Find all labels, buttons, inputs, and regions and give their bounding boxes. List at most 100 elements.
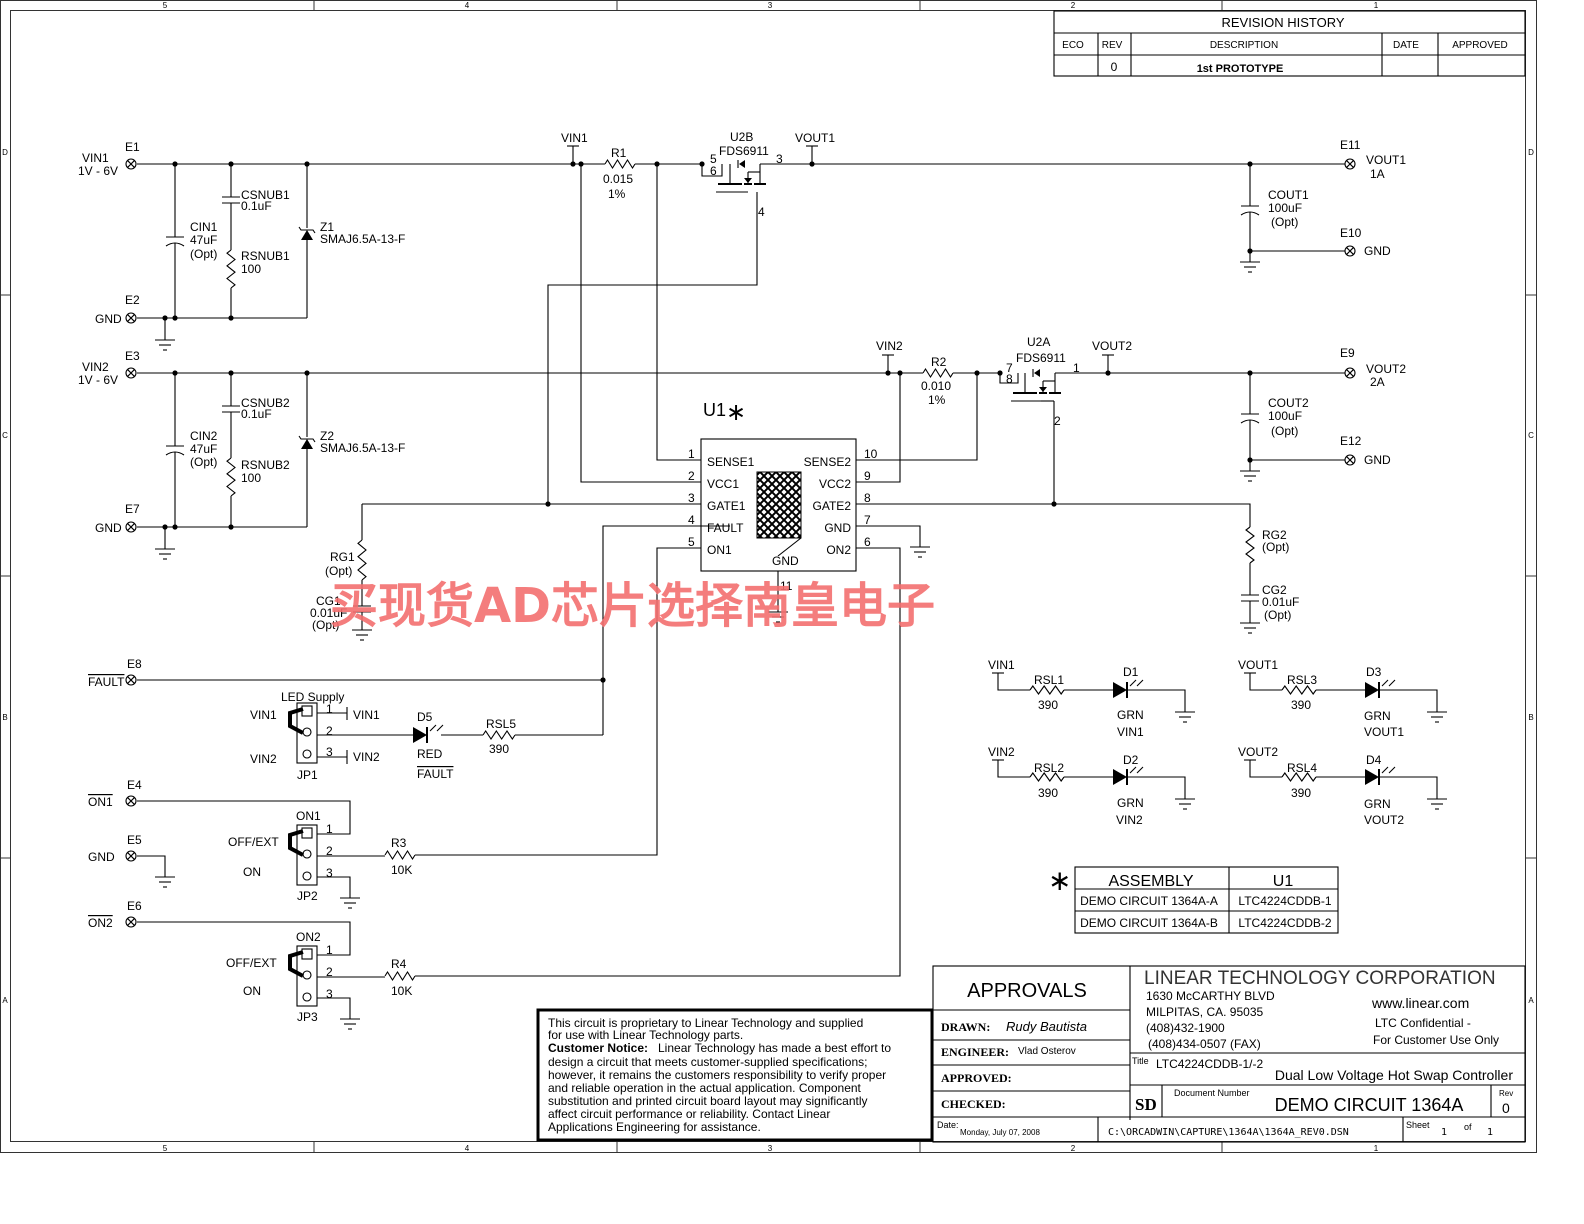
jumper-pin bbox=[301, 827, 313, 839]
zone-marker: 3 bbox=[768, 1, 773, 10]
notice-text: for use with Linear Technology parts. bbox=[548, 1028, 743, 1042]
label-rsl1: RSL1 bbox=[1034, 673, 1064, 687]
wire bbox=[1127, 776, 1186, 797]
label-a1: 1A bbox=[1370, 167, 1385, 181]
label-rg2: RG2 bbox=[1262, 528, 1287, 542]
label-cout1: COUT1 bbox=[1268, 188, 1309, 202]
resistor-icon bbox=[482, 730, 516, 740]
wire bbox=[856, 373, 901, 483]
terminal-icon bbox=[125, 850, 137, 862]
wiring bbox=[0, 0, 1537, 1153]
led-icon bbox=[1113, 682, 1127, 698]
sheet-count: 1 bbox=[1487, 1127, 1493, 1138]
label-on1: ON1 bbox=[296, 809, 321, 823]
terminal-icon bbox=[1344, 454, 1356, 466]
label-vout2: VOUT2 bbox=[1238, 745, 1278, 759]
terminal-cross bbox=[1346, 160, 1354, 168]
label-r100: 100 bbox=[241, 262, 261, 276]
jumper-icon bbox=[296, 702, 318, 764]
label-e6: E6 bbox=[127, 899, 142, 913]
junction-dot bbox=[172, 524, 178, 530]
zone-marker: 5 bbox=[163, 1144, 168, 1153]
terminal-cross bbox=[127, 676, 135, 684]
label-p11: 11 bbox=[780, 579, 793, 593]
wire bbox=[317, 876, 351, 896]
label-vin1: VIN1 bbox=[82, 151, 109, 165]
date-value: Monday, July 07, 2008 bbox=[960, 1128, 1040, 1137]
wire bbox=[856, 373, 978, 461]
label-rsnub2: RSNUB2 bbox=[241, 458, 290, 472]
label-grn: GRN bbox=[1117, 796, 1144, 810]
label-opt: (Opt) bbox=[1271, 215, 1298, 229]
zone-marker: C bbox=[1528, 431, 1534, 440]
u1-pin-right: VCC2 bbox=[819, 477, 851, 491]
wire bbox=[317, 997, 351, 1017]
docnum-label: Document Number bbox=[1174, 1088, 1250, 1098]
body-diode-icon bbox=[739, 160, 745, 168]
label-on2: ON2 bbox=[296, 930, 321, 944]
label-vin2: VIN2 bbox=[876, 339, 903, 353]
resistor-icon bbox=[357, 539, 367, 581]
label-uf47: 47uF bbox=[190, 233, 217, 247]
wire bbox=[997, 673, 1030, 691]
zener-icon bbox=[298, 226, 316, 234]
label-grn: GRN bbox=[1364, 797, 1391, 811]
label-p7: 7 bbox=[864, 513, 871, 527]
label-p6: 6 bbox=[710, 164, 717, 178]
zone-marker: 1 bbox=[1374, 1, 1379, 10]
label-p3: 3 bbox=[326, 866, 333, 880]
approved-label: APPROVED: bbox=[941, 1071, 1012, 1085]
label-opt: (Opt) bbox=[1264, 608, 1291, 622]
terminal-icon bbox=[1344, 245, 1356, 257]
label-vin1: VIN1 bbox=[561, 131, 588, 145]
exposed-pad-lead bbox=[777, 537, 802, 557]
jumper-pin bbox=[301, 705, 313, 717]
label-k10: 10K bbox=[391, 863, 412, 877]
zone-marker: B bbox=[2, 713, 7, 722]
label-p2: 2 bbox=[326, 724, 333, 738]
revision-title: REVISION HISTORY bbox=[1221, 15, 1344, 30]
label-jp3: JP3 bbox=[297, 1010, 318, 1024]
label-r2: R2 bbox=[931, 355, 947, 369]
junction-dot bbox=[172, 315, 178, 321]
label-vout1: VOUT1 bbox=[1238, 658, 1278, 672]
label-vout1: VOUT1 bbox=[1364, 725, 1404, 739]
label-u2b: U2B bbox=[730, 130, 753, 144]
junction-dot bbox=[228, 315, 234, 321]
label-r3: R3 bbox=[391, 836, 407, 850]
label-p8: 8 bbox=[1006, 372, 1013, 386]
label-smaj: SMAJ6.5A-13-F bbox=[320, 232, 405, 246]
terminal-icon bbox=[125, 521, 137, 533]
label-csnub1: CSNUB1 bbox=[241, 188, 290, 202]
revision-header: REV bbox=[1102, 40, 1123, 51]
terminal-cross bbox=[127, 369, 135, 377]
label-p1: 1 bbox=[688, 447, 695, 461]
terminal-cross bbox=[127, 797, 135, 805]
label-vin1: VIN1 bbox=[353, 708, 380, 722]
label-u2a: U2A bbox=[1027, 335, 1050, 349]
led-light-icon bbox=[429, 724, 437, 732]
label-uf100: 100uF bbox=[1268, 409, 1302, 423]
label-rsl5: RSL5 bbox=[486, 717, 516, 731]
label-opt: (Opt) bbox=[190, 455, 217, 469]
label-p2: 2 bbox=[326, 965, 333, 979]
label-vout2: VOUT2 bbox=[1366, 362, 1406, 376]
notice-text: Linear Technology has made a best effort… bbox=[658, 1041, 891, 1055]
engineer-name: Vlad Osterov bbox=[1018, 1046, 1076, 1057]
label-e5: E5 bbox=[127, 833, 142, 847]
rev-label: Rev bbox=[1499, 1089, 1513, 1098]
zone-marker: A bbox=[2, 996, 8, 1005]
label-z2: Z2 bbox=[320, 429, 334, 443]
label-on: ON bbox=[243, 984, 261, 998]
terminal-icon bbox=[1344, 158, 1356, 170]
label-cg1: CG1 bbox=[316, 594, 341, 608]
label-r1_val: 0.015 bbox=[603, 172, 633, 186]
company-name: LINEAR TECHNOLOGY CORPORATION bbox=[1144, 968, 1496, 989]
wire bbox=[137, 855, 166, 875]
phone: (408)432-1900 bbox=[1146, 1021, 1225, 1035]
terminal-cross bbox=[127, 852, 135, 860]
label-e8: E8 bbox=[127, 657, 142, 671]
checked-label: CHECKED: bbox=[941, 1097, 1006, 1111]
u1-pin-right: ON2 bbox=[826, 543, 851, 557]
